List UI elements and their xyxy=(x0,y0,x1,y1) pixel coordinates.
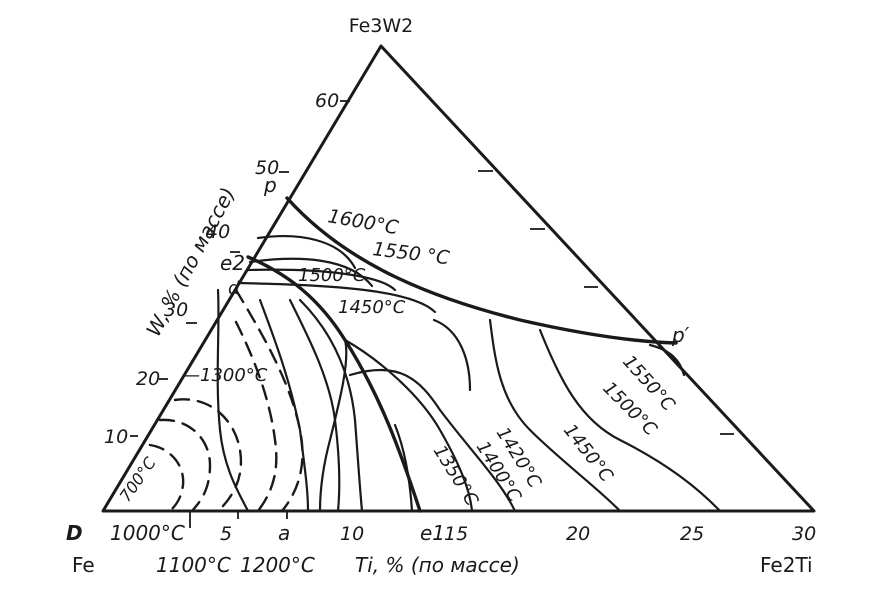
dashed-isotherm-1100 xyxy=(173,398,243,513)
isotherm-upper-1 xyxy=(256,235,357,270)
left-tick-50: 50 xyxy=(255,157,279,179)
point-label-p: p xyxy=(263,173,277,197)
bottom-tick-20: 20 xyxy=(566,523,590,545)
isotherm-upper-3 xyxy=(246,268,397,292)
bottom-tick-30: 30 xyxy=(792,523,816,545)
left-tick-60: 60 xyxy=(315,90,339,112)
isotherm-1500-right xyxy=(538,328,722,513)
left-tick-20: 20 xyxy=(136,368,160,390)
left-tick-30: 30 xyxy=(164,299,188,321)
dashed-isotherm-1000 xyxy=(158,418,212,513)
bottom-tick-10: 10 xyxy=(340,523,364,545)
isotherm-upper-4 xyxy=(238,281,437,314)
left-tick-10: 10 xyxy=(104,426,128,448)
label-1000: 1000°C xyxy=(110,521,185,545)
isotherm-left-solid-2 xyxy=(258,298,310,513)
bottom-axis-title: Ti, % (по массе) xyxy=(355,553,520,577)
isotherm-1350 xyxy=(318,338,348,513)
right-axis-ticks xyxy=(478,170,734,435)
label-1500-top: 1500°C xyxy=(298,265,366,286)
point-label-p-prime: p′ xyxy=(671,323,690,347)
point-label-e1: e1 xyxy=(420,521,445,545)
corner-label-left: Fe xyxy=(72,553,95,577)
corner-label-top: Fe3W2 xyxy=(349,15,414,37)
point-label-a: a xyxy=(278,521,290,545)
label-1100: 1100°C xyxy=(156,553,231,577)
label-1550-top: 1550 °C xyxy=(371,238,451,269)
isotherm-e1 xyxy=(393,423,414,513)
left-axis-ticks xyxy=(130,100,350,437)
isotherm-1350b xyxy=(343,338,474,513)
label-1300: —1300°C xyxy=(182,365,268,386)
dashed-isotherm-700 xyxy=(148,443,185,513)
label-1600: 1600°C xyxy=(326,205,401,239)
point-label-e2: e2 xyxy=(220,251,245,275)
label-1450-right: 1450°C xyxy=(559,420,617,486)
isotherm-upper-5 xyxy=(432,318,472,392)
isotherm-a xyxy=(288,298,341,513)
isotherm-1400 xyxy=(298,298,364,513)
triangle-frame xyxy=(101,44,816,513)
dashed-isotherm-1300 xyxy=(234,288,304,513)
label-1200: 1200°C xyxy=(240,553,315,577)
label-1450-top: 1450°C xyxy=(338,297,406,318)
bottom-tick-15: 15 xyxy=(444,523,468,545)
boundary-p-pprime xyxy=(285,196,678,345)
bottom-tick-25: 25 xyxy=(680,523,704,545)
dashed-isotherm-1200 xyxy=(234,320,278,513)
point-label-D: D xyxy=(66,521,83,545)
isotherm-1450-right xyxy=(488,318,622,513)
isotherm-left-solid xyxy=(216,288,250,513)
bottom-tick-5: 5 xyxy=(220,523,232,545)
left-tick-40: 40 xyxy=(206,221,230,243)
point-label-d: d xyxy=(228,278,240,299)
isotherm-1550-right xyxy=(648,343,686,377)
corner-label-right: Fe2Ti xyxy=(760,553,813,577)
isotherm-1420 xyxy=(348,368,517,513)
bottom-axis-ticks xyxy=(189,511,288,528)
